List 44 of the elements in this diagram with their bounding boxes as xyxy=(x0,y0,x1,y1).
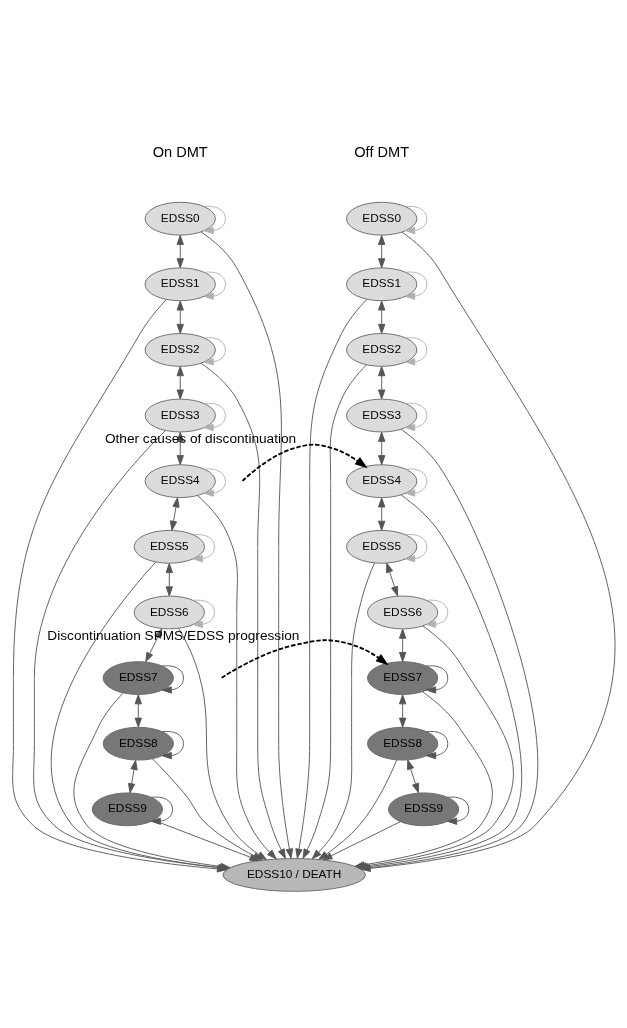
arrow xyxy=(241,443,368,482)
arrow xyxy=(203,337,226,366)
arrow xyxy=(220,639,389,679)
arrow xyxy=(203,271,226,300)
arrow xyxy=(150,796,173,825)
arrow xyxy=(203,468,226,497)
arrow xyxy=(399,628,407,663)
arrow xyxy=(176,300,184,334)
arrow xyxy=(203,205,226,235)
label: Off DMT xyxy=(354,143,410,160)
arrow xyxy=(134,694,142,728)
arrow xyxy=(407,759,420,794)
arrow xyxy=(426,730,449,760)
arrow xyxy=(378,234,386,269)
arrow xyxy=(378,497,386,531)
edge-label: Discontinuation SPMS/EDSS progression xyxy=(47,627,300,643)
arrow xyxy=(447,796,470,825)
arrow xyxy=(405,402,428,432)
arrow xyxy=(322,821,401,861)
arrow xyxy=(405,205,428,235)
arrow xyxy=(426,599,449,628)
arrow xyxy=(405,468,428,497)
arrow xyxy=(378,431,386,466)
arrow xyxy=(169,497,180,531)
arrow xyxy=(128,759,138,794)
arrow xyxy=(426,665,449,694)
arrow xyxy=(192,599,215,628)
arrow xyxy=(161,730,184,760)
arrow xyxy=(203,402,226,432)
arrow xyxy=(176,366,184,400)
arrow xyxy=(399,694,407,728)
edge-label: Other causes of discontinuation xyxy=(104,430,297,446)
arrow xyxy=(378,366,386,400)
arrow xyxy=(161,665,184,694)
arrow xyxy=(386,562,399,597)
label: On DMT xyxy=(152,143,208,160)
arrow xyxy=(405,271,428,300)
arrow xyxy=(192,534,215,563)
arrow xyxy=(405,534,428,563)
arrow xyxy=(153,819,260,862)
arrow xyxy=(176,234,184,269)
arrow xyxy=(165,563,173,597)
arrow xyxy=(405,337,428,366)
arrow xyxy=(378,300,386,334)
